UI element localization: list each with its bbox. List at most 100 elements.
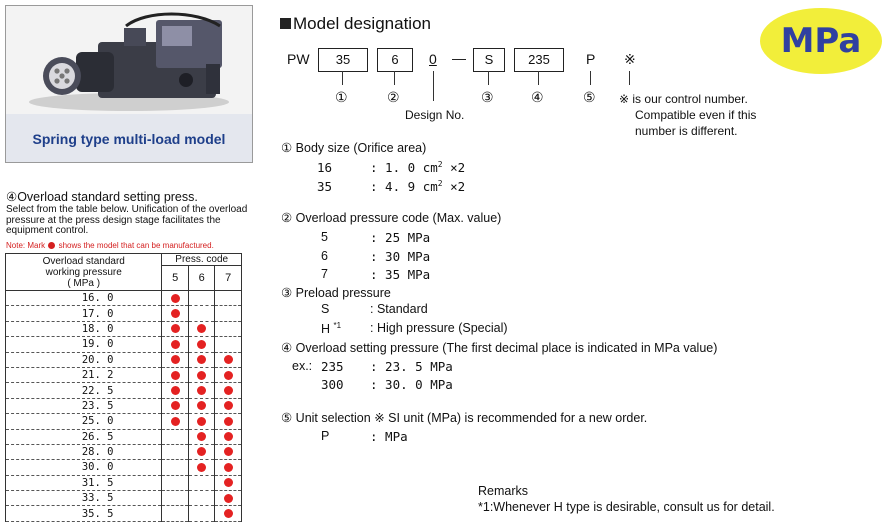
control-note-1: ※ is our control number. [619, 92, 748, 106]
available-dot-icon [170, 339, 180, 349]
connector-line [538, 71, 539, 85]
mark-cell [214, 474, 242, 492]
code-box-setting: 235 [514, 48, 564, 72]
pressure-cell: 20. 0 [4, 351, 163, 368]
mark-cell [187, 443, 216, 461]
marker-5: ⑤ [583, 89, 596, 105]
page-title: Model designation [280, 14, 431, 34]
mark-cell [161, 366, 189, 384]
press-code-col: 6 [187, 265, 216, 291]
title-text: Model designation [293, 14, 431, 33]
mark-cell [161, 428, 189, 445]
wp-header-line2: working pressure [45, 266, 122, 278]
available-dot-icon [170, 401, 180, 411]
available-dot-icon [197, 462, 207, 472]
setting-code: 300 [321, 377, 344, 392]
table-row: 18. 0 [4, 320, 242, 338]
body-size-value: : 1. 0 cm2 ×2 [370, 160, 466, 176]
mark-cell [161, 382, 189, 399]
preload-value: : High pressure (Special) [370, 321, 508, 335]
mark-cell [187, 505, 216, 522]
mark-cell [161, 351, 189, 368]
table-row: 23. 5 [4, 397, 242, 415]
mark-cell [161, 289, 189, 307]
pressure-cell: 26. 5 [4, 428, 163, 445]
available-dot-icon [170, 308, 180, 318]
available-dot-icon [197, 447, 207, 457]
body-size-value: : 4. 9 cm2 ×2 [370, 179, 466, 195]
pressure-cell: 18. 0 [4, 320, 163, 338]
unit-value: : MPa [370, 429, 408, 444]
mark-cell [214, 289, 242, 307]
setting-value: : 30. 0 MPa [370, 377, 453, 392]
available-dot-icon [223, 355, 233, 365]
table-row: 31. 5 [4, 474, 242, 492]
product-photo-card: Spring type multi-load model [5, 5, 253, 163]
mark-cell [161, 505, 189, 522]
mark-cell [214, 382, 242, 399]
mark-cell [214, 413, 242, 430]
unit-selection-heading: ⑤ Unit selection ※ SI unit (MPa) is reco… [281, 411, 648, 425]
code-control-mark: ※ [624, 51, 636, 67]
wp-header-line1: Overload standard [42, 255, 125, 267]
working-pressure-header: Overload standard working pressure ( MPa… [4, 253, 163, 291]
available-dot-icon [223, 478, 233, 488]
available-dot-icon [170, 370, 180, 380]
pressure-cell: 30. 0 [4, 459, 163, 476]
overload-table-note: Note: Mark shows the model that can be m… [6, 241, 214, 250]
mark-cell [214, 320, 242, 338]
mark-cell [187, 351, 216, 368]
mark-cell [161, 305, 189, 322]
mark-cell [214, 397, 242, 415]
mark-cell [187, 413, 216, 430]
overload-code: 5 [321, 230, 328, 244]
pressure-cell: 31. 5 [4, 474, 163, 492]
code-design-no: 0 [429, 51, 437, 67]
marker-1: ① [335, 89, 348, 105]
mark-cell [161, 413, 189, 430]
table-row: 35. 5 [4, 505, 242, 522]
table-row: 17. 0 [4, 305, 242, 322]
available-dot-icon [197, 385, 207, 395]
pressure-cell: 25. 0 [4, 413, 163, 430]
preload-code: H *1 [321, 321, 342, 337]
table-row: 26. 5 [4, 428, 242, 445]
table-row: 33. 5 [4, 490, 242, 507]
product-photo [6, 6, 252, 114]
overload-table-heading: ④Overload standard setting press. [6, 190, 198, 204]
table-row: 19. 0 [4, 336, 242, 353]
marker-2: ② [387, 89, 400, 105]
setting-ex-label: ex.: [292, 359, 313, 373]
caption-band [6, 114, 252, 162]
mark-cell [187, 459, 216, 476]
mark-cell [161, 459, 189, 476]
preload-value: : Standard [370, 302, 428, 316]
unit-code: P [321, 429, 330, 443]
overload-pressure-table: Overload standard working pressure ( MPa… [4, 253, 242, 522]
overload-code: 7 [321, 267, 328, 281]
available-dot-icon [223, 493, 233, 503]
available-dot-icon [223, 509, 233, 519]
press-code-col: 5 [161, 265, 189, 291]
pressure-cell: 19. 0 [4, 336, 163, 353]
design-no-label: Design No. [405, 108, 465, 122]
code-box-body-size: 35 [318, 48, 368, 72]
connector-line [433, 71, 434, 101]
note-suffix: shows the model that can be manufactured… [58, 241, 214, 250]
available-dot-icon [197, 416, 207, 426]
overload-code: 6 [321, 249, 328, 263]
body-size-code: 16 [317, 160, 333, 175]
setting-value: : 23. 5 MPa [370, 359, 453, 374]
pressure-cell: 35. 5 [4, 505, 163, 522]
available-dot-icon [223, 401, 233, 411]
mark-cell [161, 336, 189, 353]
photo-caption: Spring type multi-load model [32, 131, 226, 147]
mark-cell [187, 305, 216, 322]
press-code-col: 7 [214, 265, 242, 291]
code-unit: P [586, 51, 596, 67]
table-row: 22. 5 [4, 382, 242, 399]
press-code-header: Press. code [161, 253, 242, 266]
mark-cell [214, 490, 242, 507]
mark-cell [187, 397, 216, 415]
